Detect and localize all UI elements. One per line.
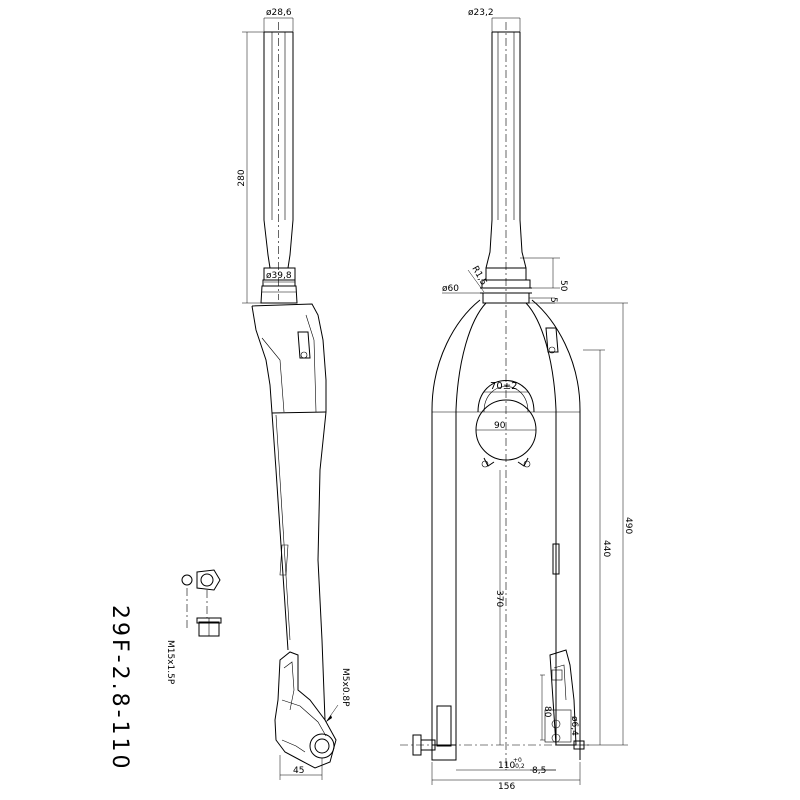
front-tire-clearance-label: 70±2 [490, 381, 517, 392]
side-crown-race [260, 267, 298, 304]
front-hub-spacing-label: 110 [498, 761, 515, 771]
front-hub-tolerance-lower: -0,2 [513, 763, 525, 770]
front-crown-diameter-label: ø60 [442, 284, 459, 294]
side-steerer-tube [263, 22, 294, 300]
front-view: ø23,2 50 ø60 R1,5 5 70±2 90 370 440 490 [400, 8, 633, 792]
front-hub-tolerance-upper: +0 [513, 757, 522, 764]
side-view: ø28,6 280 ø39,8 M5x0.8P 45 [237, 8, 350, 780]
front-steerer-tube [485, 22, 527, 770]
side-fork-leg [251, 303, 327, 721]
side-steerer-diameter-label: ø28,6 [266, 8, 292, 18]
side-dimensions: ø28,6 280 ø39,8 M5x0.8P 45 [237, 8, 350, 780]
model-code: 29F-2.8-110 [107, 605, 132, 772]
axle-detail: M15x1.5P [165, 569, 222, 685]
front-brake-hole-label: ø6,4 [569, 716, 579, 736]
front-dropout-thickness-label: 8,5 [532, 766, 546, 776]
front-brake-spacing-label: 80 [542, 706, 552, 718]
side-dropout [274, 651, 339, 769]
front-axle-to-crown-label: 370 [494, 590, 504, 607]
front-crown-spacer-label: 5 [548, 297, 558, 303]
tire-clearance-circle [475, 399, 537, 468]
front-arch-width-label: 90 [494, 421, 506, 431]
front-axle-to-race-label: 440 [601, 540, 611, 557]
front-overall-length-label: 490 [623, 517, 633, 534]
side-steerer-length-label: 280 [237, 169, 247, 186]
front-crown [431, 299, 581, 760]
front-crown-height-label: 50 [558, 280, 568, 292]
side-dropout-offset-label: 45 [293, 766, 304, 776]
front-dropouts [400, 649, 590, 761]
front-steerer-diameter-label: ø23,2 [468, 8, 494, 18]
axle-thread-label: M15x1.5P [165, 640, 175, 685]
front-overall-width-label: 156 [498, 782, 515, 792]
side-brake-thread-label: M5x0.8P [340, 668, 350, 707]
side-crown-race-diameter-label: ø39,8 [266, 271, 292, 281]
